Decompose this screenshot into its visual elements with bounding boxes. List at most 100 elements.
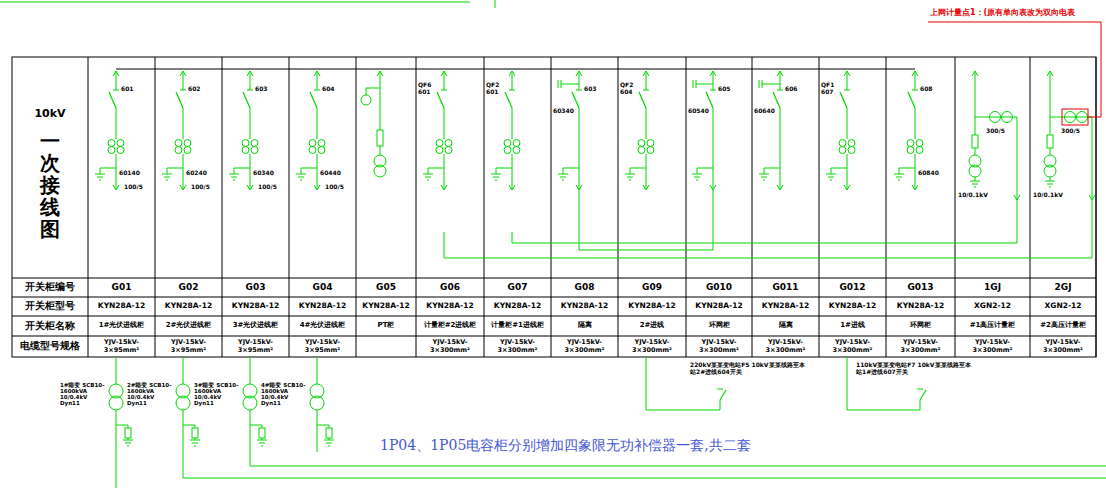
cable-arrow <box>113 185 119 190</box>
ground-symbol <box>296 174 306 175</box>
wire <box>1050 71 1051 135</box>
grid-line <box>416 57 417 357</box>
wire <box>847 108 848 139</box>
cable-arrow <box>1089 195 1095 200</box>
table-cell: YJV-15kV- 3×300mm² <box>416 336 484 357</box>
wire <box>646 71 647 90</box>
coil-symbol <box>318 147 325 154</box>
wire <box>915 71 916 90</box>
table-cell: KYN28A-12 <box>618 297 686 316</box>
switch-symbol <box>509 90 515 91</box>
wire <box>183 154 184 190</box>
table-cell: KYN28A-12 <box>289 297 356 316</box>
note-text: 1P04、1P05电容柜分别增加四象限无功补偿器一套,共二套 <box>380 436 1020 456</box>
ground-symbol <box>894 174 904 175</box>
coil-symbol <box>374 165 386 177</box>
transformer-label: 1#箱变 SCB10-1600kVA 10/0.4kV Dyn11 <box>60 372 106 416</box>
coil-symbol <box>513 147 520 154</box>
ground-symbol <box>125 443 131 444</box>
ground-symbol <box>972 184 978 185</box>
table-cell: 1#进线 <box>819 316 886 336</box>
table-cell: G07 <box>484 278 551 297</box>
switch-symbol <box>180 90 186 91</box>
ground-symbol <box>692 174 702 175</box>
device-number: QF1 607 <box>821 82 838 95</box>
wire <box>100 168 116 174</box>
ground-symbol <box>326 443 332 444</box>
switch-symbol <box>773 92 780 108</box>
wire <box>380 90 381 130</box>
coil-symbol <box>310 396 324 410</box>
ground-symbol <box>694 177 700 178</box>
ground-symbol <box>493 177 499 178</box>
table-cell: KYN28A-12 <box>416 297 484 316</box>
switch-symbol <box>576 90 582 91</box>
switch-symbol <box>844 90 850 91</box>
wire <box>975 177 976 181</box>
wire <box>366 88 380 95</box>
table-cell: G02 <box>155 278 222 297</box>
grid-line <box>1096 57 1097 357</box>
coil-symbol <box>175 147 182 154</box>
coil-symbol <box>647 147 654 154</box>
wire <box>250 357 251 384</box>
wire <box>899 168 915 174</box>
row-header: 电缆型号规格 <box>12 336 88 357</box>
ground-symbol <box>629 180 631 181</box>
wire <box>444 71 445 90</box>
table-cell: G05 <box>356 278 416 297</box>
device-number: QF2 601 <box>486 82 503 95</box>
panel-cell: QF2 601 <box>485 60 550 232</box>
coil-symbol <box>251 140 258 147</box>
cable-arrow <box>509 185 515 190</box>
coil-symbol <box>839 147 846 154</box>
wire <box>915 154 916 190</box>
transformer-label: 4#箱变 SCB10-1600kVA 10/0.4kV Dyn11 <box>261 372 307 416</box>
coil-symbol <box>969 165 981 177</box>
table-cell: 1#光伏进线柜 <box>88 316 155 336</box>
coil-symbol <box>916 147 923 154</box>
grid-line <box>686 57 687 357</box>
table-cell: G03 <box>222 278 289 297</box>
table-cell: G09 <box>618 278 686 297</box>
coil-symbol <box>117 140 124 147</box>
table-cell: YJV-15kV- 3×95mm² <box>289 336 356 357</box>
switch-symbol <box>243 92 250 108</box>
wire <box>975 71 976 135</box>
coil-symbol <box>309 147 316 154</box>
panel-cell: 60260240100/5 <box>156 60 221 232</box>
wire <box>1050 117 1092 118</box>
switch-symbol <box>572 92 579 108</box>
wire <box>646 154 647 190</box>
switch-symbol <box>310 92 317 108</box>
wire <box>183 410 1106 478</box>
arrester-symbol <box>192 428 198 438</box>
switch-symbol <box>113 90 119 91</box>
wire <box>250 108 251 139</box>
device-number: 604 <box>322 86 344 93</box>
device-number: 100/5 <box>325 184 349 191</box>
wire <box>317 154 318 190</box>
coil-symbol <box>1044 165 1056 177</box>
coil-symbol <box>907 140 914 147</box>
device-number: 601 <box>121 86 143 93</box>
table-cell: PT柜 <box>356 316 416 336</box>
ground-symbol <box>257 440 267 441</box>
coil-symbol <box>445 140 452 147</box>
panel-cell: QF6 601 <box>417 60 483 232</box>
ground-symbol <box>1047 184 1053 185</box>
row-header: 开关柜编号 <box>12 278 88 297</box>
table-cell: 隔离 <box>752 316 819 336</box>
grid-line <box>12 278 1096 279</box>
table-cell: G013 <box>886 278 955 297</box>
grid-line <box>12 336 1096 337</box>
cable-arrow <box>643 185 649 190</box>
switch-symbol <box>643 90 649 91</box>
device-number: 60840 <box>918 170 946 177</box>
switch-symbol <box>247 90 253 91</box>
ground-symbol <box>974 187 976 188</box>
ground-symbol <box>162 174 172 175</box>
table-cell: 2#光伏进线柜 <box>155 316 222 336</box>
coil-symbol <box>251 147 258 154</box>
